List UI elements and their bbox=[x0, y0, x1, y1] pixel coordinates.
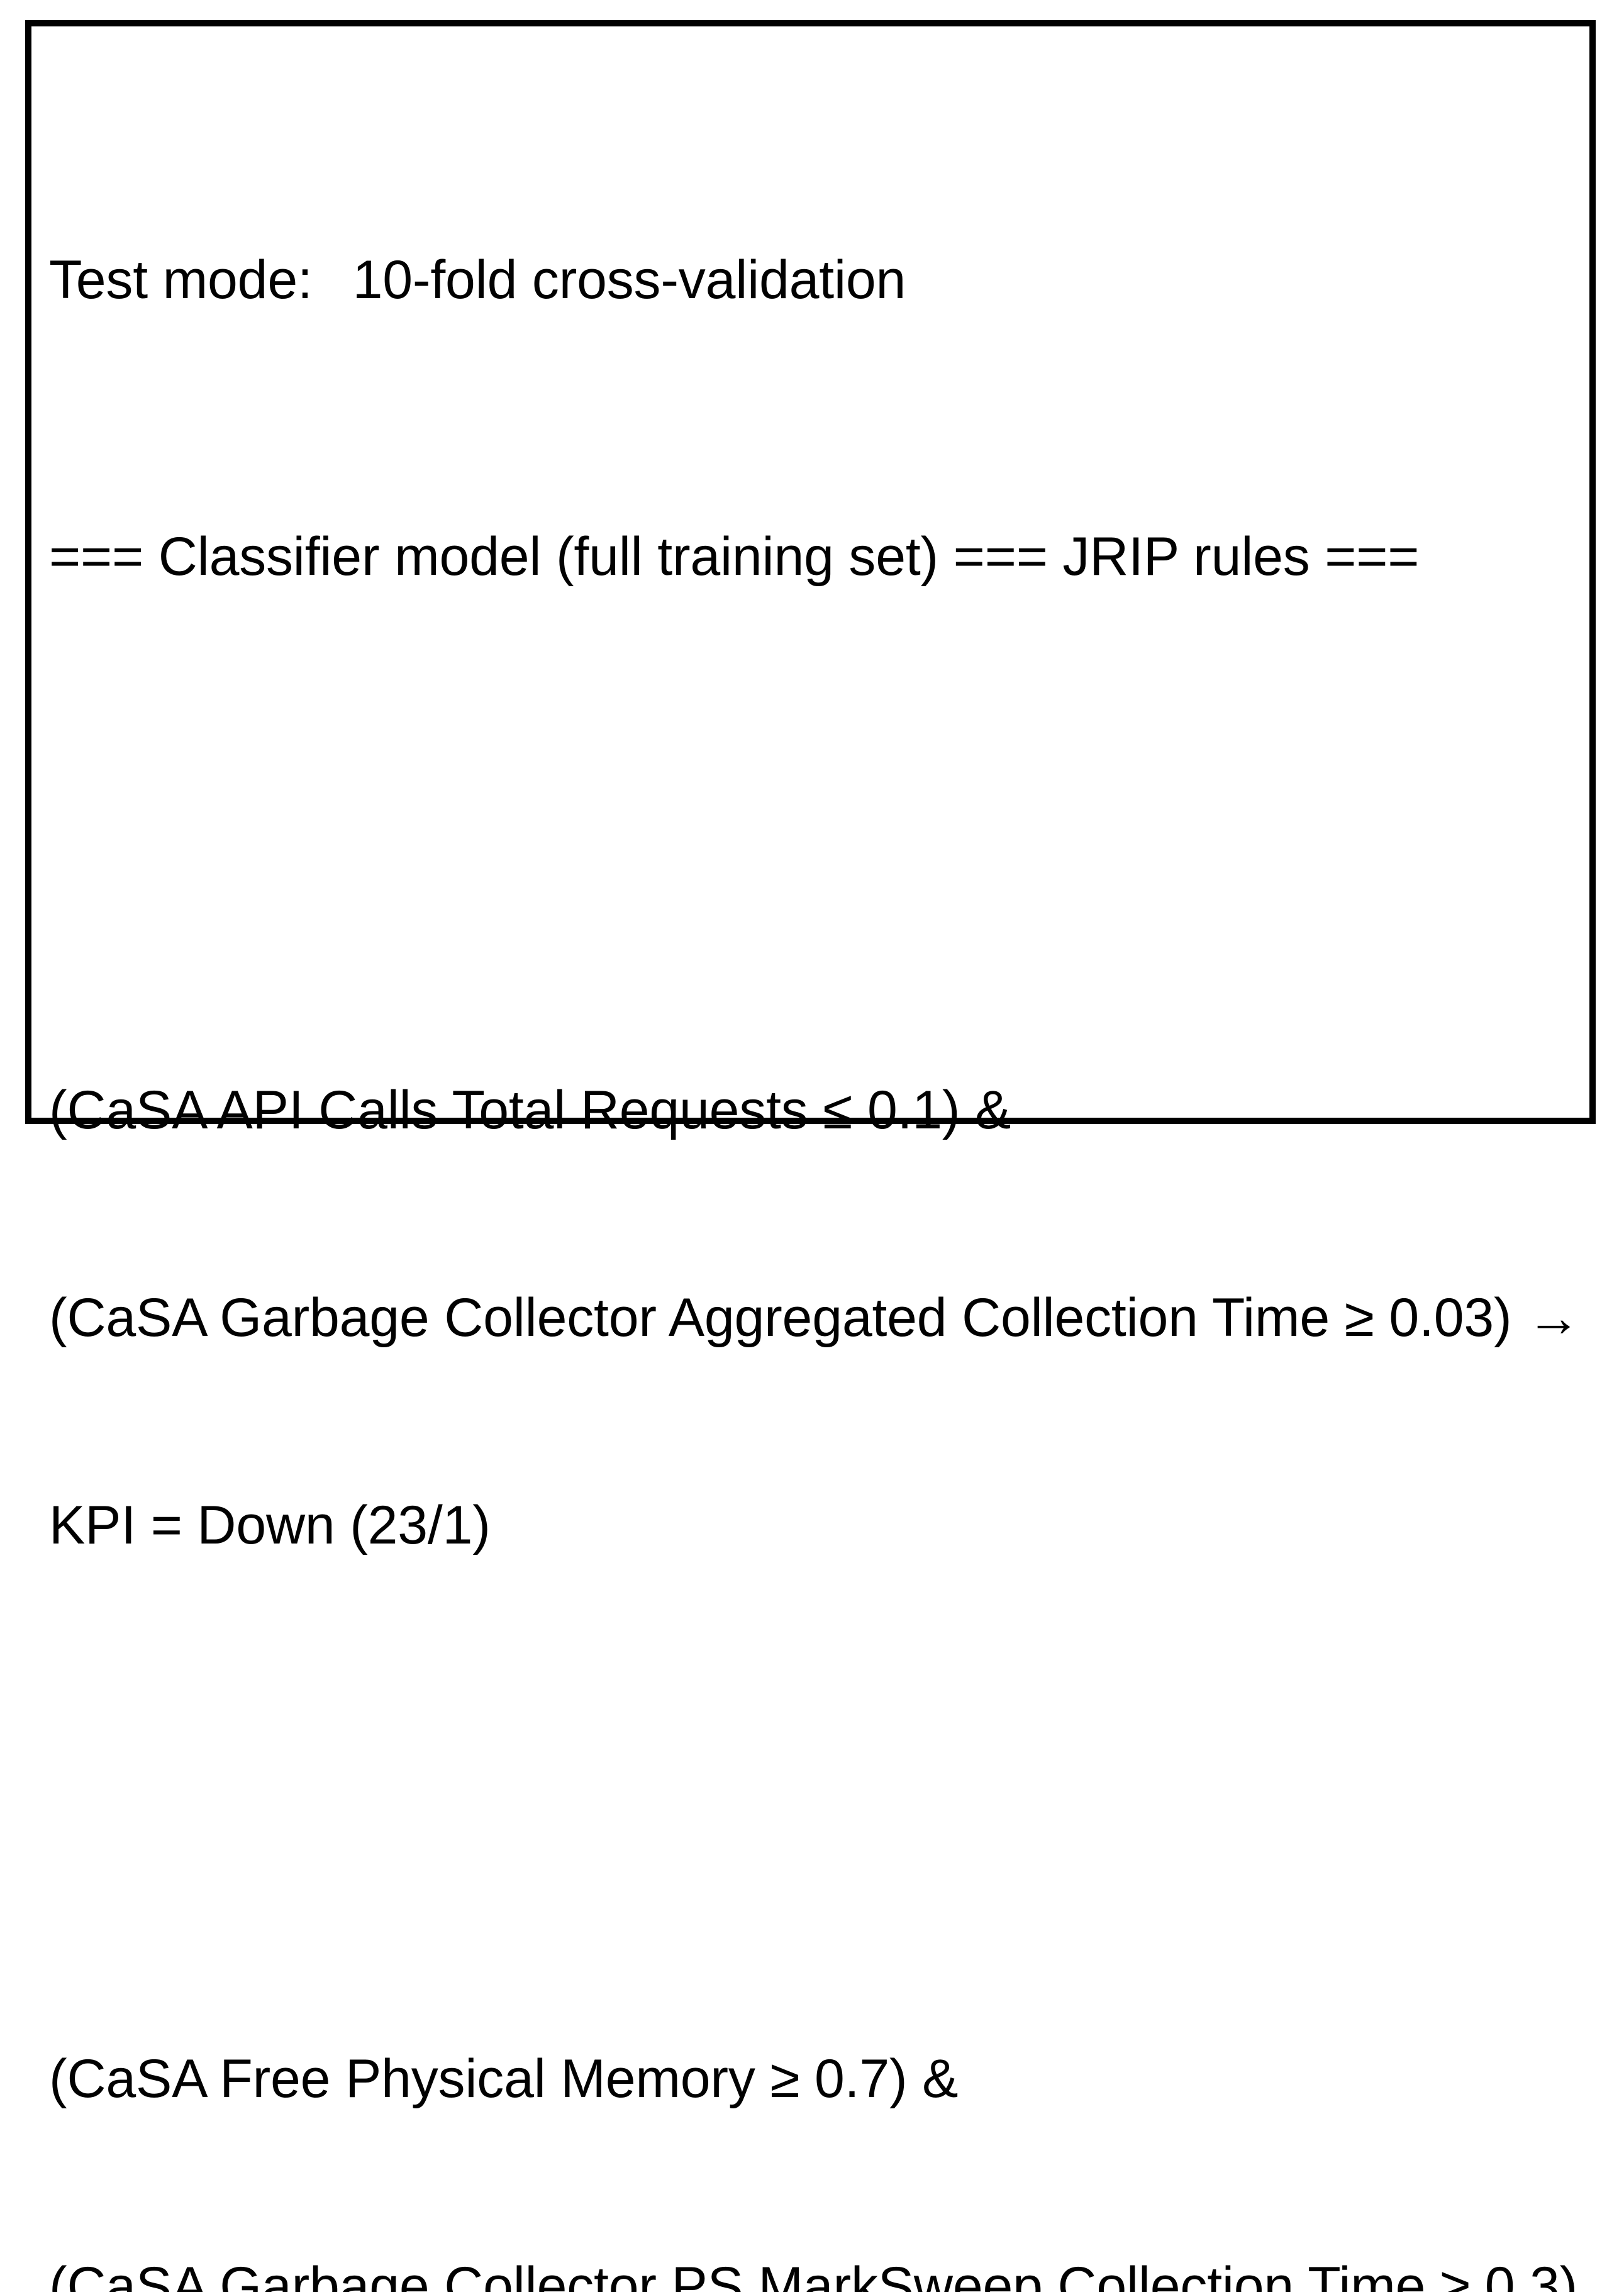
test-mode-line: Test mode: 10-fold cross-validation bbox=[49, 245, 1583, 314]
rule-1-consequent: KPI = Down (23/1) bbox=[49, 1495, 491, 1555]
blank-line-2 bbox=[49, 1767, 1583, 1837]
test-mode-value: 10-fold cross-validation bbox=[352, 250, 906, 310]
model-banner-line: === Classifier model (full training set)… bbox=[49, 526, 1420, 587]
rule-2-condition-1: (CaSA Free Physical Memory ≥ 0.7) & bbox=[49, 2049, 959, 2109]
rule-1-condition-1: (CaSA API Calls Total Requests ≤ 0.1) & bbox=[49, 1080, 1011, 1140]
rule-2-condition-2: (CaSA Garbage Collector PS MarkSweep Col… bbox=[49, 2256, 1624, 2292]
rule-1-condition-2: (CaSA Garbage Collector Aggregated Colle… bbox=[49, 1288, 1581, 1348]
output-panel: Test mode: 10-fold cross-validation === C… bbox=[25, 20, 1624, 2292]
classifier-output-text: Test mode: 10-fold cross-validation === C… bbox=[49, 38, 1624, 2292]
blank-line-1 bbox=[49, 799, 1583, 868]
test-mode-label: Test mode: bbox=[49, 250, 313, 310]
